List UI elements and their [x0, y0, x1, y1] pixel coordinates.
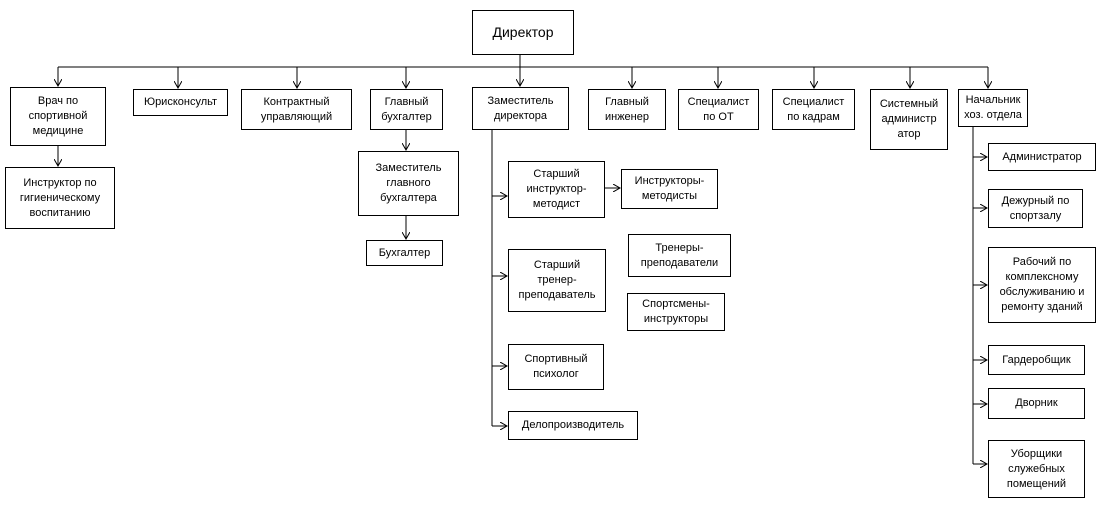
- node-janitor: Дворник: [988, 388, 1085, 419]
- node-instructors-methodists: Инструкторы- методисты: [621, 169, 718, 209]
- node-contract-manager: Контрактный управляющий: [241, 89, 352, 130]
- node-ot-specialist: Специалист по ОТ: [678, 89, 759, 130]
- node-administrator: Администратор: [988, 143, 1096, 171]
- node-sysadmin: Системный администр атор: [870, 89, 948, 150]
- node-hr-specialist: Специалист по кадрам: [772, 89, 855, 130]
- node-athletes-instructors: Спортсмены- инструкторы: [627, 293, 725, 331]
- node-lawyer: Юрисконсульт: [133, 89, 228, 116]
- node-accountant: Бухгалтер: [366, 240, 443, 266]
- node-deputy-chief-accountant: Заместитель главного бухгалтера: [358, 151, 459, 216]
- node-cloakroom: Гардеробщик: [988, 345, 1085, 375]
- node-sports-doctor: Врач по спортивной медицине: [10, 87, 106, 146]
- node-cleaners: Уборщики служебных помещений: [988, 440, 1085, 498]
- node-hygiene-instructor: Инструктор по гигиеническому воспитанию: [5, 167, 115, 229]
- node-chief-accountant: Главный бухгалтер: [370, 89, 443, 130]
- node-clerk: Делопроизводитель: [508, 411, 638, 440]
- node-deputy-director: Заместитель директора: [472, 87, 569, 130]
- node-director: Директор: [472, 10, 574, 55]
- node-chief-engineer: Главный инженер: [588, 89, 666, 130]
- node-gym-attendant: Дежурный по спортзалу: [988, 189, 1083, 228]
- node-coaches: Тренеры- преподаватели: [628, 234, 731, 277]
- node-head-household: Начальник хоз. отдела: [958, 89, 1028, 127]
- node-senior-instructor-methodist: Старший инструктор- методист: [508, 161, 605, 218]
- node-psychologist: Спортивный психолог: [508, 344, 604, 390]
- node-maintenance-worker: Рабочий по комплексному обслуживанию и р…: [988, 247, 1096, 323]
- node-senior-coach: Старший тренер- преподаватель: [508, 249, 606, 312]
